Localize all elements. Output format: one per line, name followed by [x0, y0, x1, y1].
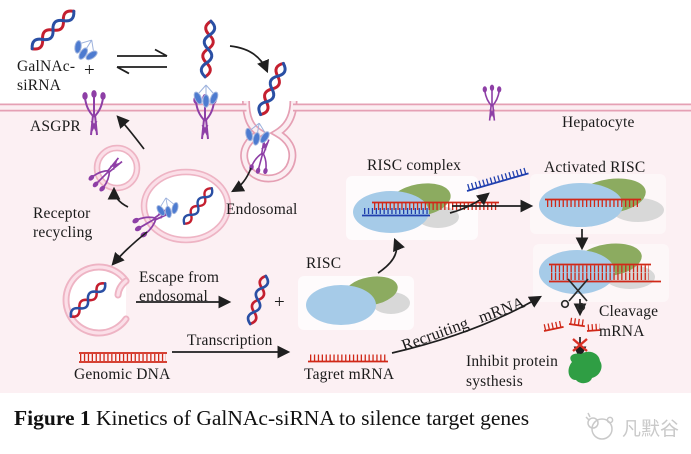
sirna-helix-bound-icon	[199, 19, 217, 79]
label-cleavage-mrna: Cleavage	[599, 303, 658, 320]
svg-text:endosomal: endosomal	[139, 288, 208, 305]
scissors-icon	[560, 278, 589, 312]
watermark-text: 凡默谷	[622, 417, 680, 440]
inhibit-x-icon	[572, 338, 588, 352]
genomic-dna-icon	[79, 352, 167, 363]
sirna-helix-icon	[27, 6, 79, 54]
plus-sign-escape: +	[274, 292, 285, 313]
label-endosomal: Endosomal	[226, 201, 298, 218]
label-activated-risc: Activated RISC	[544, 159, 645, 176]
figure-number: Figure 1	[14, 406, 91, 430]
passenger-strand-icon	[466, 167, 529, 192]
arrow-receptor-return	[116, 115, 145, 150]
arrow-pit-to-endosome	[231, 167, 252, 193]
cleaved-mrna-icon	[543, 317, 602, 332]
label-galnac-sirna: GalNAc-	[17, 58, 75, 75]
label-asgpr: ASGPR	[30, 118, 81, 135]
label-transcription: Transcription	[187, 332, 273, 349]
svg-text:recycling: recycling	[33, 224, 93, 241]
arrow-risc-loading	[377, 237, 405, 274]
svg-text:siRNA: siRNA	[17, 77, 62, 94]
label-genomic-dna: Genomic DNA	[74, 366, 171, 383]
activated-risc-icon	[539, 178, 664, 227]
arrow-endosome-to-escape	[111, 231, 148, 266]
label-risc-complex: RISC complex	[367, 157, 461, 174]
svg-text:mRNA: mRNA	[599, 323, 645, 340]
plus-sign: +	[84, 60, 95, 81]
risc-icon	[306, 276, 410, 325]
target-mrna-icon	[308, 354, 388, 363]
pathway-diagram: GalNAc- siRNA + ASGPR Hepatocyte Recepto…	[0, 6, 691, 393]
label-escape: Escape from	[139, 269, 219, 286]
label-target-mrna: Tagret mRNA	[304, 366, 395, 383]
caption-text: Kinetics of GalNAc-siRNA to silence targ…	[90, 406, 530, 430]
risc-mrna-cleaving-icon	[539, 243, 661, 294]
arrow-internalization	[229, 45, 269, 74]
watermark-logo-icon	[585, 412, 614, 440]
equilibrium-arrows-icon	[116, 48, 168, 75]
arrow-endosome-to-vesicle	[107, 186, 129, 208]
label-receptor-recycling: Receptor	[33, 205, 91, 222]
figure-caption: Figure 1 Kinetics of GalNAc-siRNA to sil…	[14, 406, 529, 431]
label-hepatocyte: Hepatocyte	[562, 114, 635, 131]
svg-text:systhesis: systhesis	[466, 373, 523, 390]
label-inhibit-protein: Inhibit protein	[466, 353, 558, 370]
label-risc: RISC	[306, 255, 341, 272]
arrow-recruiting-mrna	[391, 295, 542, 354]
watermark: 凡默谷	[582, 408, 679, 446]
protein-icon	[568, 351, 602, 384]
